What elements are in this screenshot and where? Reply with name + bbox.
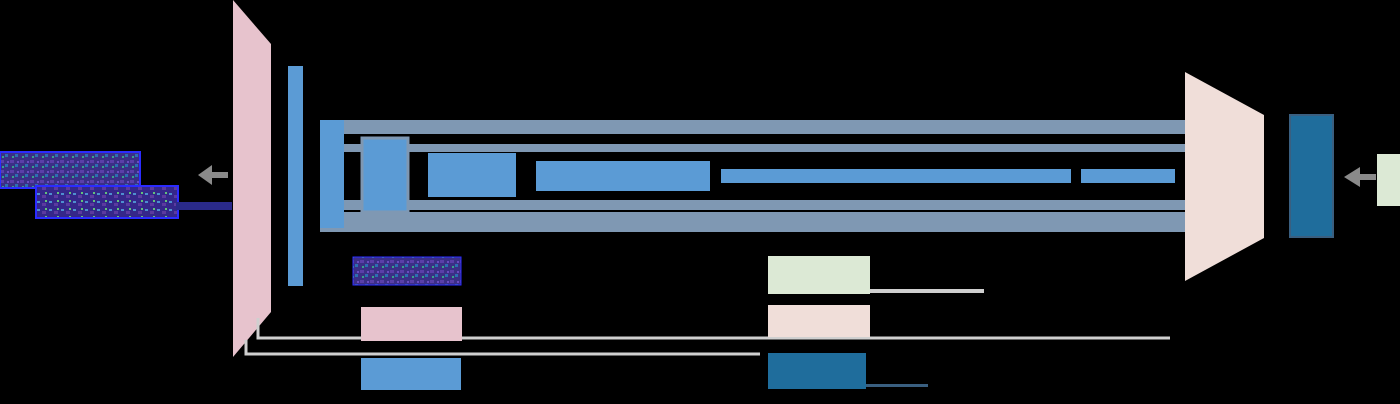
bottleneck-stage-3 <box>428 153 516 197</box>
input-feature-map-1 <box>0 151 141 189</box>
arrow-left-icon-output <box>1344 167 1376 187</box>
legend-swatch-conv-block <box>361 358 461 390</box>
skip-connection <box>244 318 1170 356</box>
decoder-block <box>1185 72 1264 281</box>
bottleneck-stage-5 <box>721 169 1071 183</box>
legend-swatch-encoder <box>361 307 462 341</box>
output-head <box>1289 114 1334 238</box>
legend-underline-output-map <box>870 289 984 293</box>
bottleneck-stage-4 <box>536 161 710 191</box>
arrow-left-icon <box>198 165 228 185</box>
input-feature-map-2 <box>35 185 179 219</box>
encoder-block <box>233 0 271 357</box>
legend-left <box>352 256 462 390</box>
legend-swatch-output-map <box>768 256 870 294</box>
encoder-output-bar <box>288 66 303 286</box>
bottleneck-stages <box>320 120 1175 228</box>
input-connector <box>176 202 232 210</box>
output-map <box>1377 154 1400 206</box>
bottleneck-stage-2 <box>360 136 410 214</box>
bottleneck-stage-1 <box>320 120 344 228</box>
legend-swatch-decoder <box>768 305 870 337</box>
legend-right <box>768 256 984 389</box>
bottleneck-stage-6 <box>1081 169 1175 183</box>
legend-underline-output-head <box>866 384 928 387</box>
legend-swatch-feature-map <box>352 256 462 286</box>
legend-swatch-output-head <box>768 353 866 389</box>
input-feature-maps <box>0 151 232 219</box>
